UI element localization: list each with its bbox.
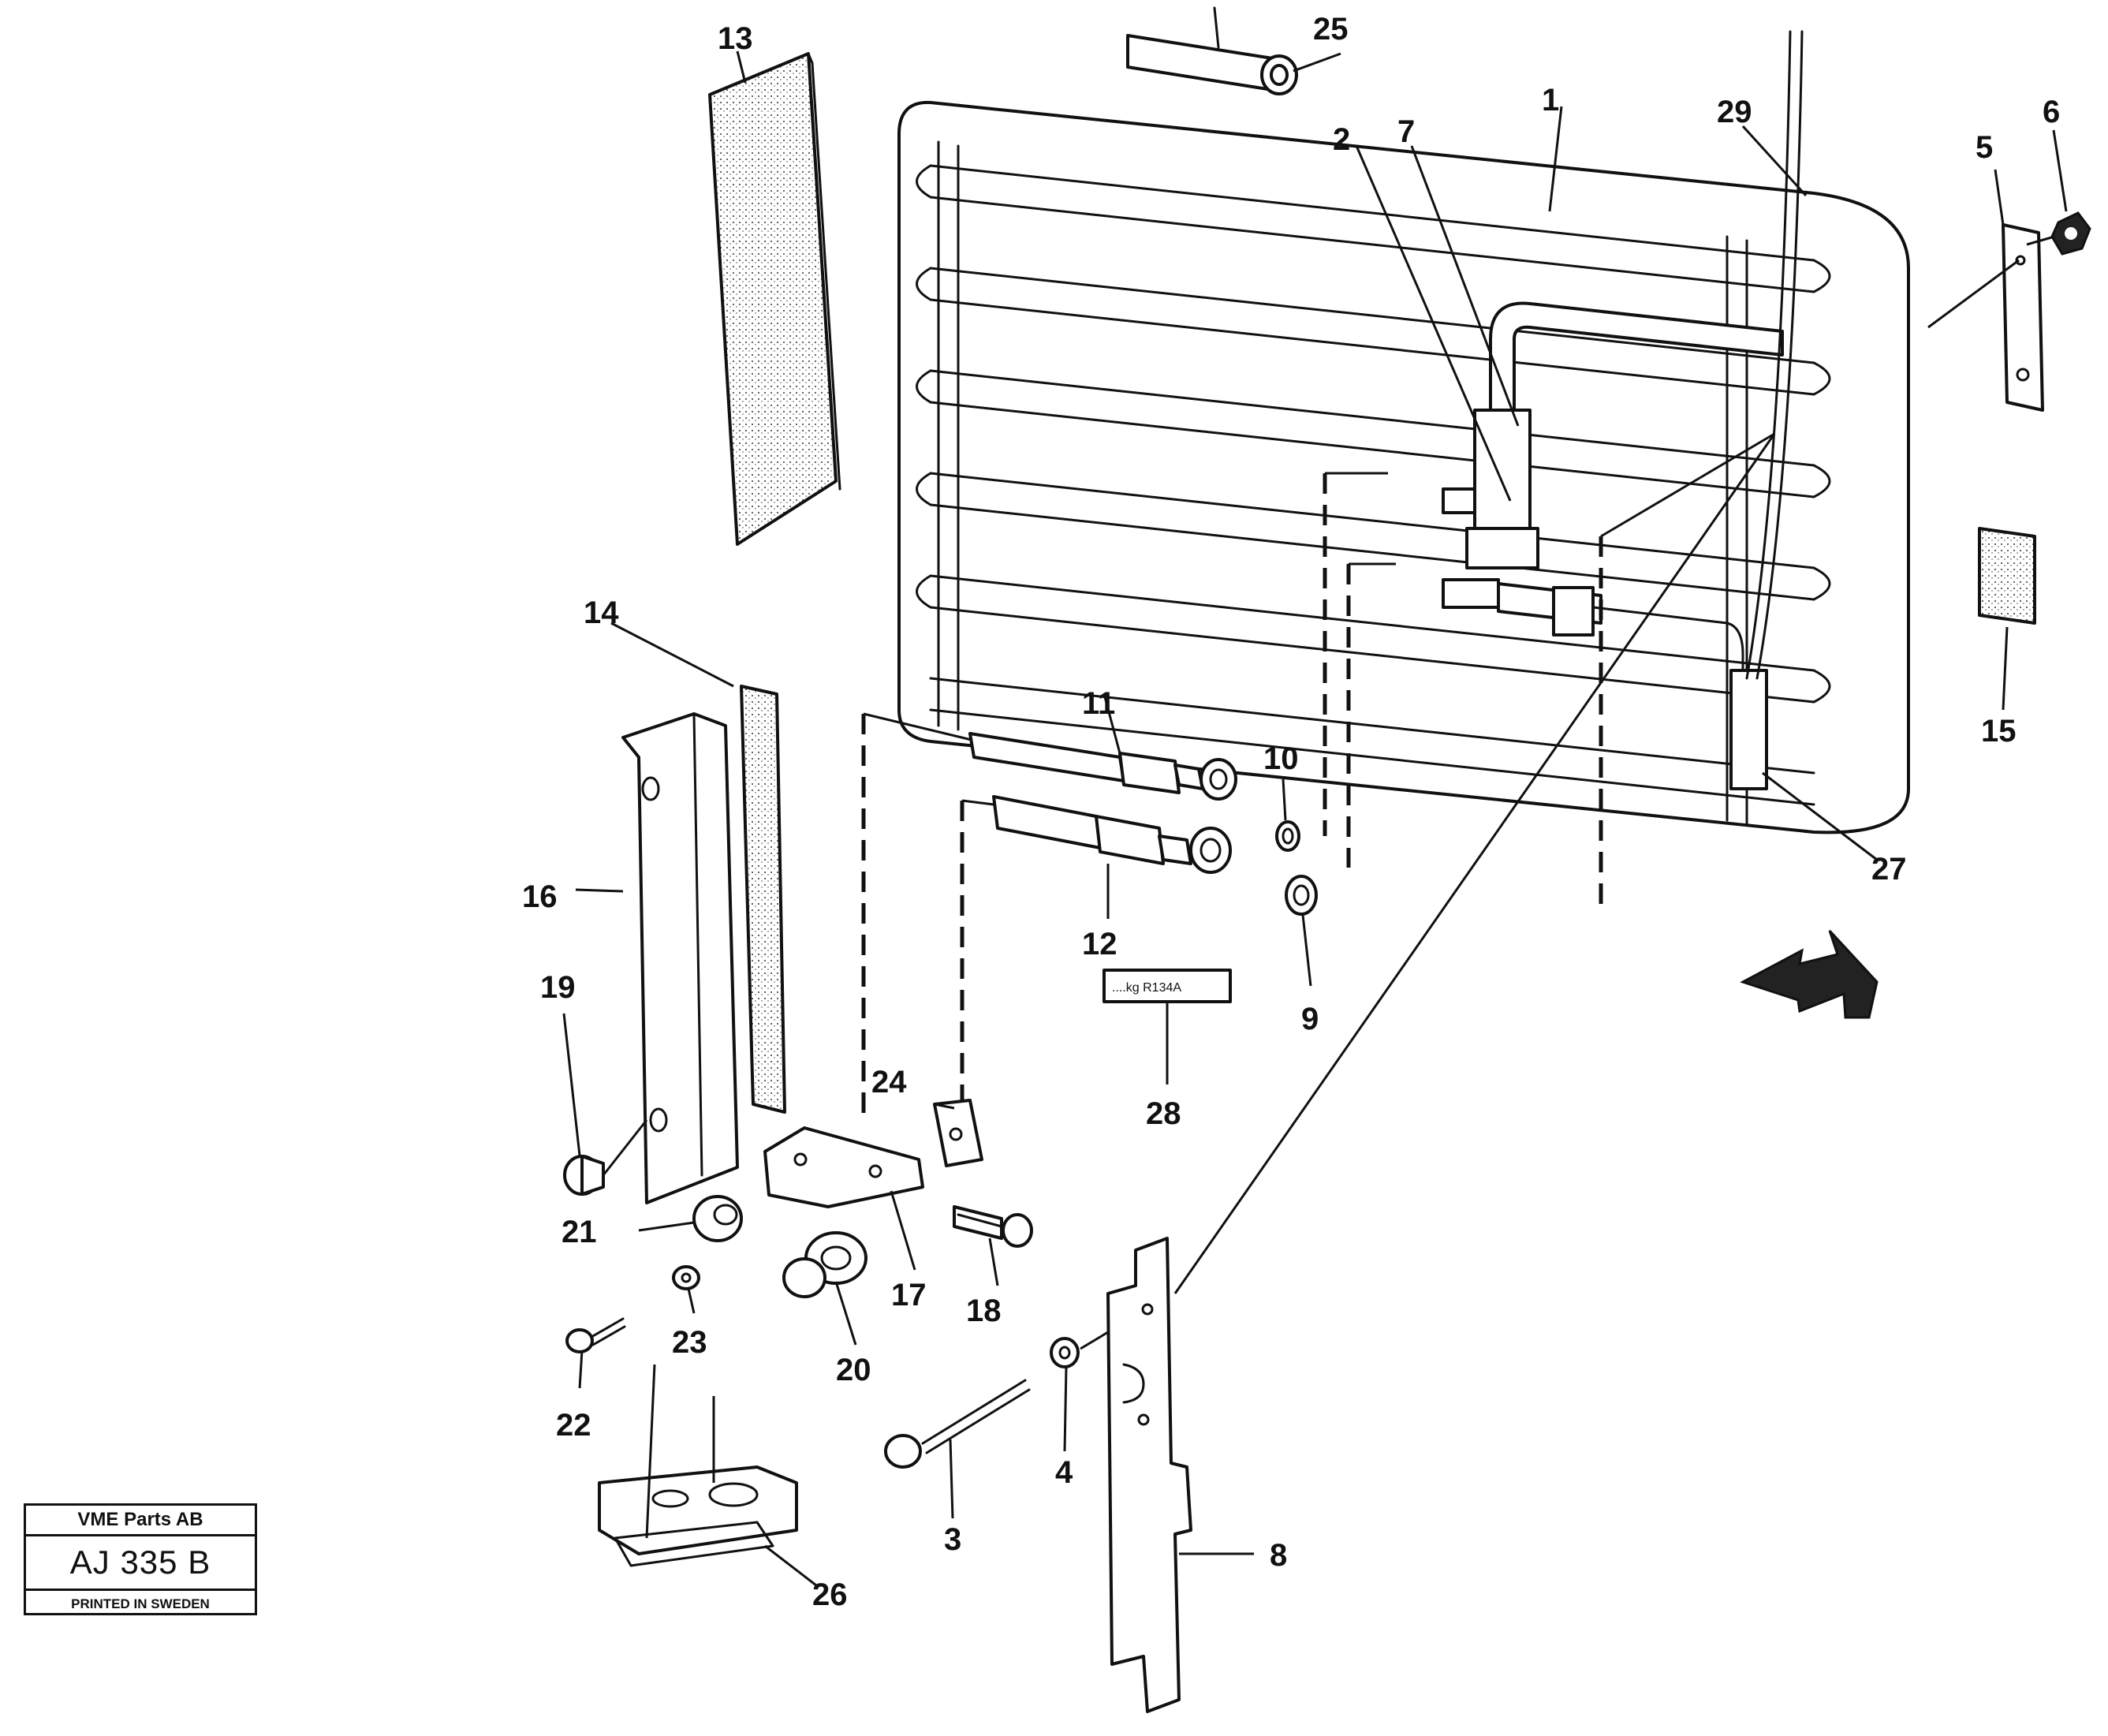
callout-15: 15	[1981, 714, 2017, 749]
grommet-21	[692, 1195, 743, 1242]
callout-27: 27	[1871, 852, 1907, 887]
bolt-18	[953, 1205, 1033, 1248]
company-name: VME Parts AB	[26, 1506, 255, 1536]
callout-28: 28	[1146, 1096, 1181, 1131]
seal-ring-10	[1275, 820, 1300, 852]
callout-1: 1	[1542, 83, 1559, 118]
callout-16: 16	[522, 879, 558, 914]
nut-6	[2026, 211, 2091, 256]
callout-7: 7	[1397, 114, 1415, 149]
grommet-20	[782, 1231, 867, 1298]
evaporator-core	[897, 30, 1910, 834]
callout-leaders	[562, 50, 2068, 1587]
callout-5: 5	[1976, 130, 1993, 165]
callout-17: 17	[891, 1278, 927, 1312]
callout-2: 2	[1333, 122, 1350, 157]
title-block: VME Parts AB AJ 335 B PRINTED IN SWEDEN	[24, 1503, 257, 1615]
washer-23	[672, 1265, 700, 1290]
callout-23: 23	[672, 1325, 707, 1360]
callout-21: 21	[562, 1215, 597, 1249]
callout-25: 25	[1313, 12, 1349, 47]
seal-ring-9	[1285, 875, 1318, 916]
callout-18: 18	[966, 1294, 1002, 1328]
direction-arrow-icon	[1740, 929, 1879, 1019]
hose-11	[968, 732, 1237, 801]
angle-bracket-16	[621, 712, 739, 1204]
rubber-strip-25	[1126, 6, 1298, 95]
callout-24: 24	[871, 1065, 907, 1099]
callout-6: 6	[2043, 95, 2060, 129]
callout-9: 9	[1301, 1002, 1319, 1036]
printed-note: PRINTED IN SWEDEN	[71, 1596, 210, 1611]
hose-12	[992, 795, 1232, 874]
callout-3: 3	[944, 1522, 961, 1557]
bolt-3	[884, 1379, 1031, 1469]
callout-12: 12	[1082, 927, 1117, 961]
bracket-5	[1927, 223, 2044, 412]
callout-14: 14	[584, 595, 619, 630]
mounting-bracket-8	[1106, 1237, 1192, 1713]
refrigerant-label-text: ....kg R134A	[1112, 981, 1181, 995]
callout-22: 22	[556, 1408, 591, 1443]
refrigerant-label-28: ....kg R134A	[1103, 969, 1232, 1003]
callout-labels: 1 2 3 4 5 6 7 8 9 10 11 12 13 14 15 16 1…	[522, 12, 2060, 1612]
clamp-plate-17	[763, 1126, 924, 1208]
callout-8: 8	[1270, 1538, 1287, 1573]
callout-26: 26	[812, 1577, 848, 1612]
screw-22	[565, 1317, 626, 1353]
foam-pad-13	[708, 52, 841, 546]
callout-29: 29	[1717, 95, 1752, 129]
clip-24	[933, 1099, 983, 1167]
rubber-block-26	[598, 1465, 798, 1567]
callout-11: 11	[1082, 686, 1115, 721]
foam-strip-14	[740, 685, 786, 1114]
washer-4	[1050, 1323, 1121, 1368]
callout-19: 19	[540, 970, 576, 1005]
foam-block-15	[1978, 527, 2036, 625]
drawing-code: AJ 335 B	[26, 1536, 255, 1591]
connection-lines	[861, 432, 1776, 1294]
callout-10: 10	[1263, 741, 1299, 776]
callout-13: 13	[718, 21, 753, 56]
callout-4: 4	[1055, 1455, 1073, 1490]
grommet-19	[563, 1119, 648, 1196]
callout-20: 20	[836, 1353, 871, 1387]
